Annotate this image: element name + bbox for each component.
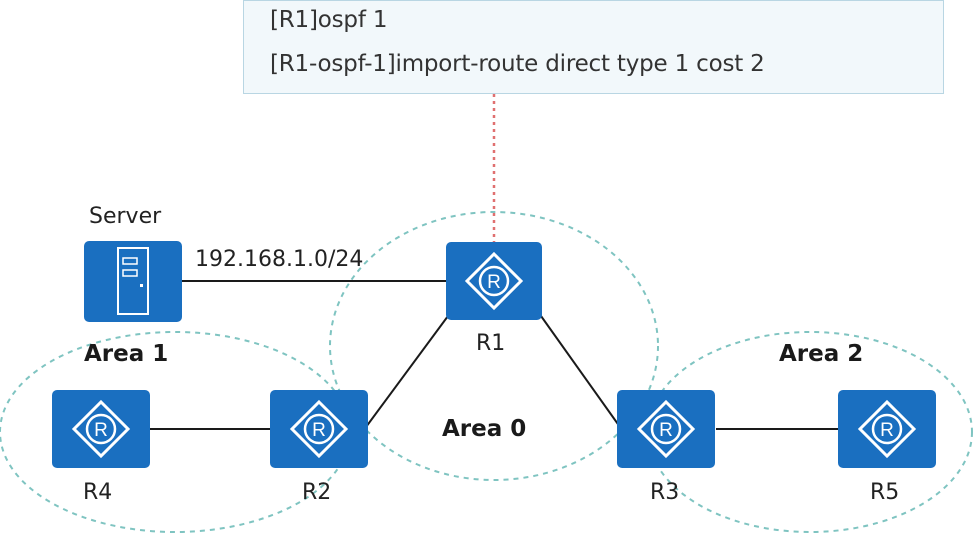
router-letter: R xyxy=(487,272,501,293)
area-2-label: Area 2 xyxy=(779,341,864,367)
link-r1-r3 xyxy=(540,315,621,428)
config-line-1: [R1]ospf 1 xyxy=(270,7,388,33)
router-r4-icon: R xyxy=(52,390,150,468)
link-r1-r2 xyxy=(365,315,449,428)
router-r3-label: R3 xyxy=(650,480,680,505)
area-2-boundary xyxy=(647,331,973,533)
router-r3-icon: R xyxy=(617,390,715,468)
router-r4-label: R4 xyxy=(83,480,113,505)
server-icon xyxy=(84,241,182,322)
router-r1-label: R1 xyxy=(476,331,506,356)
network-label: 192.168.1.0/24 xyxy=(195,247,364,272)
config-line-2: [R1-ospf-1]import-route direct type 1 co… xyxy=(270,51,765,77)
router-letter: R xyxy=(880,420,894,441)
router-letter: R xyxy=(312,420,326,441)
area-0-label: Area 0 xyxy=(442,416,527,442)
router-r2-label: R2 xyxy=(302,480,332,505)
config-command-box: [R1]ospf 1 [R1-ospf-1]import-route direc… xyxy=(243,0,944,94)
area-0-boundary xyxy=(329,211,659,481)
router-letter: R xyxy=(94,420,108,441)
router-r5-label: R5 xyxy=(870,480,900,505)
router-letter: R xyxy=(659,420,673,441)
router-r1-icon: R xyxy=(446,242,542,320)
server-label: Server xyxy=(89,204,162,229)
router-r2-icon: R xyxy=(270,390,368,468)
router-r5-icon: R xyxy=(838,390,936,468)
area-1-label: Area 1 xyxy=(84,341,169,367)
